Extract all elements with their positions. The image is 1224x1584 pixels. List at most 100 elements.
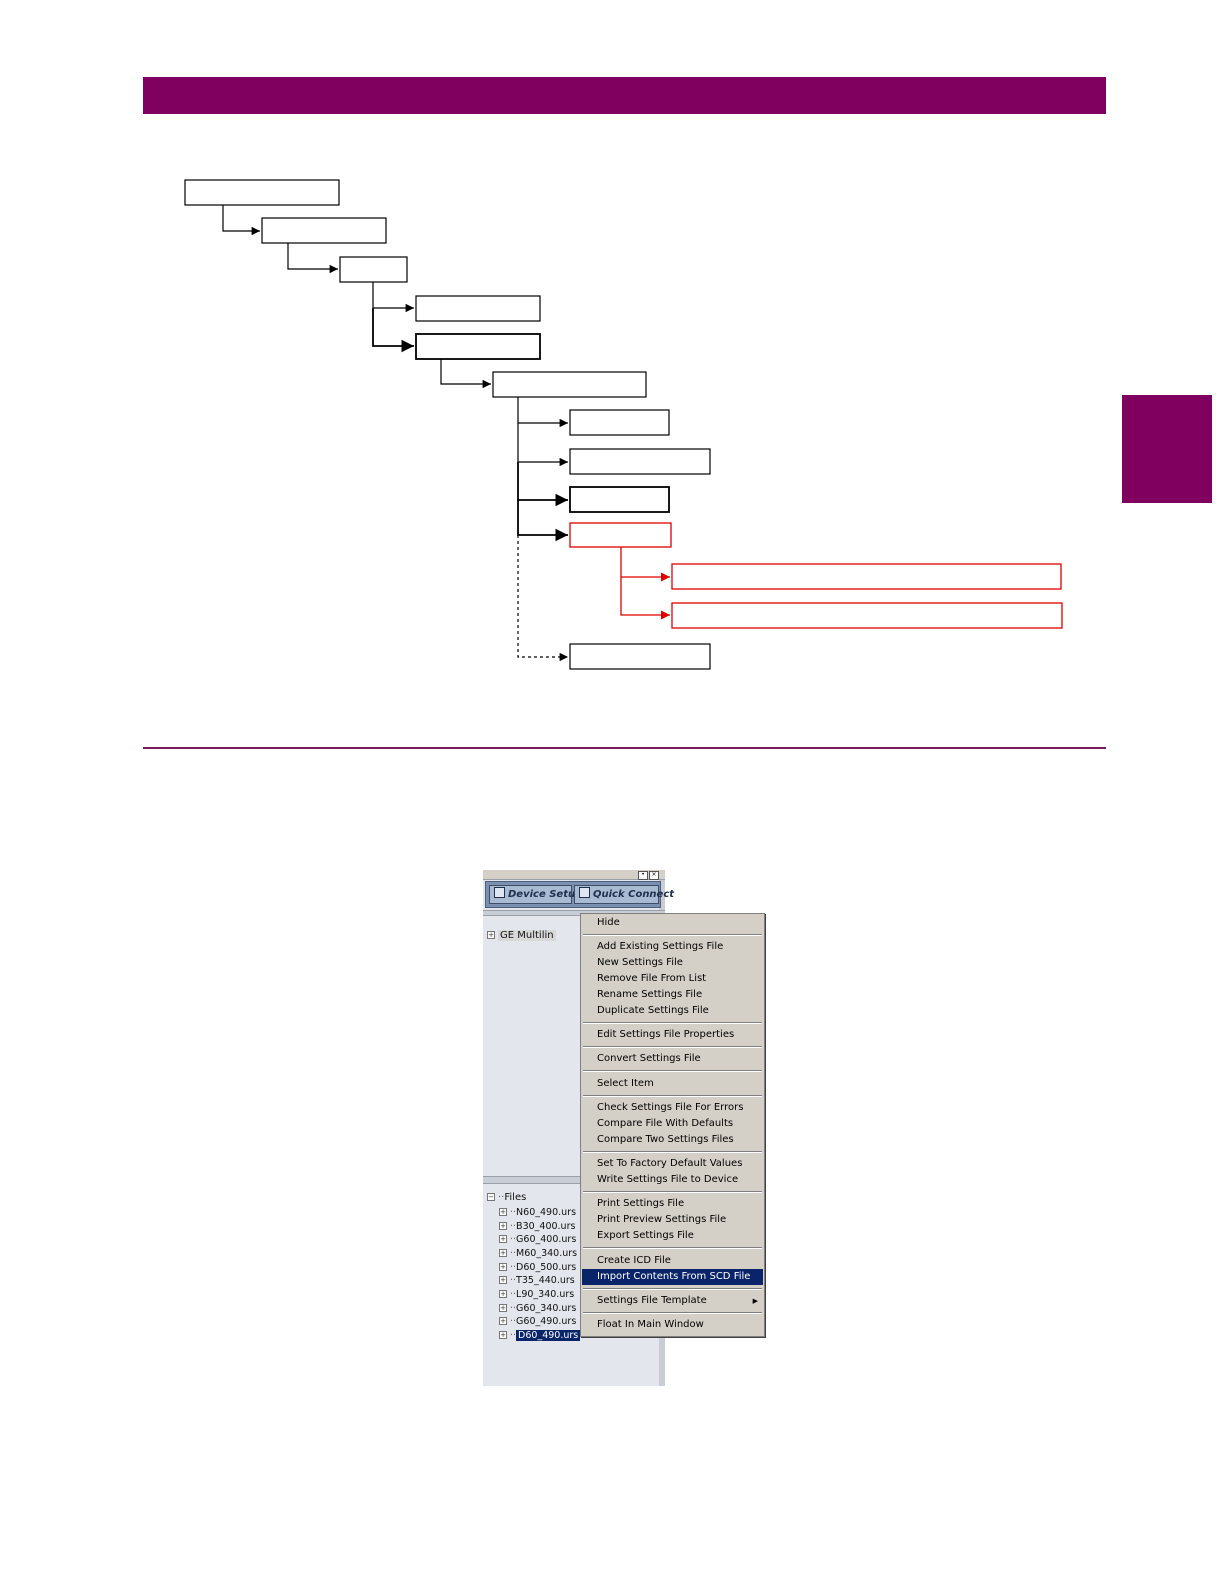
menu-item-factory-defaults[interactable]: Set To Factory Default Values [597,1158,743,1169]
file-name: G60_490.urs [516,1316,577,1327]
diagram-box-13-highlight [671,602,1063,629]
diagram-box-5 [415,333,541,360]
device-setup-icon [494,887,505,898]
file-name: L90_340.urs [516,1289,575,1300]
menu-item-template[interactable]: Settings File Template▶ [582,1293,763,1309]
menu-item-remove-from-list[interactable]: Remove File From List [597,973,707,984]
diagram-box-8 [569,448,711,475]
menu-item-print-preview[interactable]: Print Preview Settings File [597,1214,727,1225]
expand-plus-icon[interactable]: + [499,1290,507,1298]
file-name: B30_400.urs [516,1221,576,1232]
menu-item-duplicate[interactable]: Duplicate Settings File [597,1005,709,1016]
menu-item-new-settings[interactable]: New Settings File [597,957,683,968]
connector-8 [517,462,568,507]
menu-item-select-item[interactable]: Select Item [597,1078,654,1089]
connector-4 [372,308,414,353]
expand-plus-icon[interactable]: + [499,1222,507,1230]
files-label: Files [504,1192,527,1203]
menu-separator [583,1070,762,1072]
menu-flow-diagram [184,179,1063,670]
connector-9 [517,500,568,542]
expand-plus-icon[interactable]: + [499,1263,507,1271]
expand-plus-icon[interactable]: + [499,1317,507,1325]
menu-item-print[interactable]: Print Settings File [597,1198,685,1209]
expand-plus-icon[interactable]: + [499,1208,507,1216]
menu-item-compare-defaults[interactable]: Compare File With Defaults [597,1118,734,1129]
collapse-minus-icon[interactable]: − [487,1193,495,1201]
top-splitter[interactable] [483,910,665,916]
device-setup-label: Device Setup [508,889,583,900]
diagram-box-10-highlight [569,522,672,548]
file-row[interactable]: +··L90_340.urs [499,1289,575,1300]
menu-separator [583,1247,762,1249]
quick-connect-button[interactable]: Quick Connect [574,885,674,904]
panel-title-strip: • × [483,870,665,880]
bottom-splitter[interactable] [483,1176,665,1184]
menu-separator [583,934,762,936]
file-name: D60_500.urs [516,1262,577,1273]
connector-10-dashed [517,535,568,662]
diagram-box-7 [569,409,670,436]
menu-item-write-to-device[interactable]: Write Settings File to Device [597,1174,739,1185]
menu-separator [583,1151,762,1153]
menu-item-export[interactable]: Export Settings File [597,1230,694,1241]
diagram-box-12-highlight [671,563,1062,590]
file-row-selected[interactable]: +··D60_490.urs [499,1330,581,1341]
quick-connect-icon [579,887,590,898]
quick-connect-label: Quick Connect [593,889,675,900]
expand-plus-icon[interactable]: + [487,931,495,939]
file-row[interactable]: +··T35_440.urs [499,1275,575,1286]
file-row[interactable]: +··D60_500.urs [499,1262,577,1273]
files-tree-root[interactable]: −··Files [487,1192,527,1203]
expand-plus-icon[interactable]: + [499,1331,507,1339]
menu-item-compare-two[interactable]: Compare Two Settings Files [597,1134,734,1145]
menu-item-edit-properties[interactable]: Edit Settings File Properties [597,1029,735,1040]
file-row[interactable]: +··G60_340.urs [499,1303,577,1314]
diagram-box-4 [415,295,541,322]
diagram-box-3 [339,256,408,283]
connector-2 [287,243,338,274]
menu-separator [583,1312,762,1314]
expand-plus-icon[interactable]: + [499,1304,507,1312]
menu-separator [583,1095,762,1097]
expand-plus-icon[interactable]: + [499,1235,507,1243]
online-tree-root[interactable]: +GE Multilin [487,930,556,941]
expand-plus-icon[interactable]: + [499,1276,507,1284]
menu-item-convert[interactable]: Convert Settings File [597,1053,701,1064]
close-icon[interactable]: × [649,871,659,880]
file-name: T35_440.urs [516,1275,575,1286]
menu-item-check-errors[interactable]: Check Settings File For Errors [597,1102,744,1113]
menu-separator [583,1191,762,1193]
connector-3 [372,282,414,313]
pin-icon[interactable]: • [638,871,648,880]
connector-1 [222,205,260,236]
file-row[interactable]: +··N60_490.urs [499,1207,577,1218]
menu-item-import-scd[interactable]: Import Contents From SCD File [582,1269,763,1285]
expand-plus-icon[interactable]: + [499,1249,507,1257]
section-rule [143,747,1106,749]
file-row[interactable]: +··B30_400.urs [499,1221,576,1232]
file-name: N60_490.urs [516,1207,577,1218]
submenu-arrow-icon: ▶ [752,1297,758,1305]
menu-item-add-existing[interactable]: Add Existing Settings File [597,941,724,952]
file-name: M60_340.urs [516,1248,578,1259]
diagram-box-2 [261,217,387,244]
menu-item-float-main[interactable]: Float In Main Window [597,1319,704,1330]
menu-item-rename[interactable]: Rename Settings File [597,989,703,1000]
connector-6 [517,397,568,428]
software-screenshot: • × Device Setup Quick Connect +GE Multi… [483,870,765,1386]
panel-toolbar: Device Setup Quick Connect [485,881,674,908]
device-setup-button[interactable]: Device Setup [489,885,582,904]
menu-item-create-icd[interactable]: Create ICD File [597,1255,671,1266]
menu-separator [583,1046,762,1048]
diagram-box-9 [569,486,670,513]
chapter-tab [1122,395,1212,503]
online-tree-root-label: GE Multilin [498,930,556,941]
connector-11-red [620,547,670,582]
file-row[interactable]: +··G60_400.urs [499,1234,577,1245]
context-menu: Hide Add Existing Settings File New Sett… [580,913,765,1337]
file-row[interactable]: +··G60_490.urs [499,1316,577,1327]
file-row[interactable]: +··M60_340.urs [499,1248,578,1259]
menu-item-hide[interactable]: Hide [597,917,620,928]
connector-12-red [620,577,670,620]
